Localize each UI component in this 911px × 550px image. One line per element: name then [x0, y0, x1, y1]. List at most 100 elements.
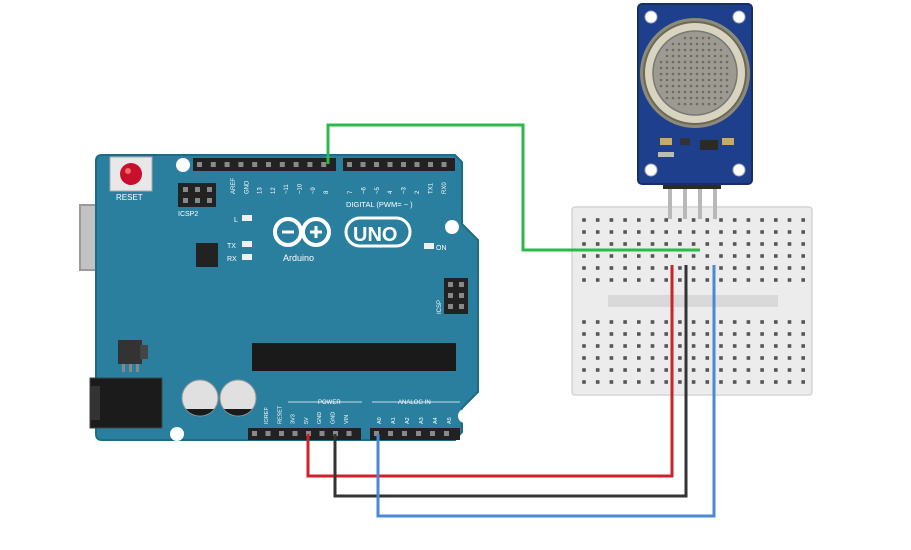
breadboard-hole	[691, 230, 696, 234]
l-label: L	[234, 217, 238, 224]
mesh-dot	[671, 90, 675, 94]
breadboard-hole	[650, 254, 655, 258]
breadboard-hole	[678, 242, 682, 246]
breadboard-hole	[623, 320, 627, 324]
breadboard-hole	[582, 254, 586, 258]
breadboard-hole	[623, 356, 627, 360]
analog-pin-label: A3	[419, 417, 425, 424]
mesh-dot	[695, 96, 699, 100]
mesh-dot	[683, 36, 687, 40]
mesh-dot	[689, 48, 693, 52]
mesh-dot	[695, 36, 699, 40]
mesh-dot	[707, 66, 711, 70]
mesh-dot	[659, 78, 663, 82]
breadboard-hole	[678, 218, 682, 222]
mesh-dot	[713, 102, 717, 106]
header-pin	[306, 431, 311, 436]
mesh-dot	[707, 96, 711, 100]
breadboard-hole	[801, 254, 805, 258]
breadboard-hole	[609, 344, 614, 348]
breadboard-hole	[787, 254, 792, 258]
mesh-dot	[713, 78, 717, 82]
mesh-dot	[683, 96, 687, 100]
power-pin-label: IOREF	[264, 407, 270, 424]
mesh-dot	[665, 48, 669, 52]
breadboard-hole	[637, 230, 641, 234]
breadboard-hole	[691, 254, 696, 258]
breadboard-hole	[774, 356, 778, 360]
mesh-dot	[701, 42, 705, 46]
breadboard-hole	[705, 356, 710, 360]
breadboard-hole	[760, 380, 764, 384]
breadboard-hole	[719, 332, 723, 336]
breadboard-hole	[801, 356, 805, 360]
breadboard-hole	[746, 218, 751, 222]
breadboard-hole	[719, 230, 723, 234]
breadboard-hole	[787, 230, 792, 234]
breadboard-hole	[787, 368, 792, 372]
mesh-dot	[677, 54, 681, 58]
breadboard-hole	[623, 218, 627, 222]
mesh-dot	[665, 84, 669, 88]
mesh-dot	[677, 72, 681, 76]
usb-chip	[196, 243, 218, 267]
breadboard-hole	[705, 368, 710, 372]
mesh-dot	[725, 90, 729, 94]
mesh-dot	[725, 66, 729, 70]
breadboard-hole	[746, 380, 751, 384]
mesh-dot	[713, 42, 717, 46]
breadboard-hole	[787, 278, 792, 282]
l-led	[242, 215, 252, 221]
header-pin	[401, 162, 406, 167]
breadboard-hole	[582, 344, 586, 348]
breadboard-hole	[705, 218, 710, 222]
breadboard-hole	[732, 242, 737, 246]
header-pin	[387, 162, 393, 167]
breadboard-hole	[691, 332, 696, 336]
top-pin-label: 2	[415, 190, 421, 194]
on-led	[424, 243, 434, 249]
breadboard-hole	[801, 218, 805, 222]
breadboard-hole	[678, 344, 682, 348]
breadboard-hole	[732, 254, 737, 258]
breadboard-hole	[760, 266, 764, 270]
breadboard-hole	[664, 230, 668, 234]
mesh-dot	[707, 48, 711, 52]
header-pin	[416, 431, 421, 436]
mesh-dot	[719, 54, 723, 58]
breadboard-hole	[705, 380, 710, 384]
mesh-dot	[713, 66, 717, 70]
breadboard-hole	[719, 218, 723, 222]
mesh-dot	[671, 96, 675, 100]
header-pin	[444, 431, 449, 436]
mesh-dot	[719, 84, 723, 88]
top-pin-label: 13	[258, 187, 264, 194]
power-pin-label: GND	[331, 412, 337, 424]
breadboard-hole	[623, 266, 627, 270]
mesh-dot	[719, 96, 723, 100]
mesh-dot	[701, 96, 705, 100]
header-pin	[265, 431, 271, 436]
atmega-chip	[252, 343, 456, 371]
mesh-dot	[683, 60, 687, 64]
breadboard-hole	[801, 266, 805, 270]
mesh-dot	[701, 84, 705, 88]
mesh-dot	[713, 84, 717, 88]
breadboard-hole	[637, 332, 641, 336]
header-pin	[224, 162, 230, 167]
breadboard-hole	[678, 356, 682, 360]
breadboard-hole	[609, 356, 614, 360]
top-pin-label: AREF	[231, 178, 237, 194]
mesh-dot	[683, 90, 687, 94]
gas-sensor-module	[637, 3, 753, 219]
header-pin	[388, 431, 393, 436]
header-pin	[293, 162, 299, 167]
breadboard-hole	[774, 230, 778, 234]
mesh-dot	[713, 48, 717, 52]
mesh-dot	[701, 60, 705, 64]
mesh-dot	[695, 84, 699, 88]
mesh-dot	[671, 60, 675, 64]
breadboard-hole	[650, 344, 655, 348]
